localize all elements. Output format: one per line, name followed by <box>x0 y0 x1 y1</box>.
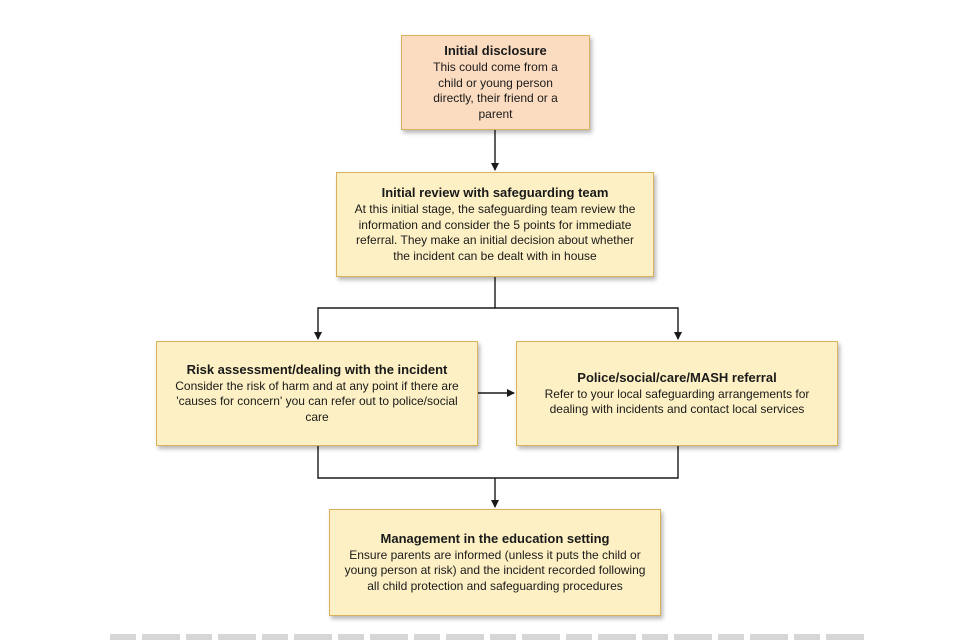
node-title: Management in the education setting <box>380 530 610 546</box>
connector-review-to-police-referral <box>495 307 682 340</box>
node-body: This could come from a child or young pe… <box>433 60 558 121</box>
cropped-caption-line <box>110 628 870 640</box>
node-title: Initial review with safeguarding team <box>381 185 609 200</box>
node-risk-assessment: Risk assessment/dealing with the inciden… <box>156 341 478 446</box>
node-body: Consider the risk of harm and at any poi… <box>175 378 459 424</box>
node-title: Initial disclosure <box>444 43 547 58</box>
node-body: Ensure parents are informed (unless it p… <box>344 547 646 593</box>
node-initial-disclosure: Initial disclosure This could come from … <box>401 35 590 130</box>
connector-risk-to-management <box>317 446 495 479</box>
connector-review-to-risk-assessment <box>314 277 496 340</box>
node-police-referral: Police/social/care/MASH referral Refer t… <box>516 341 838 446</box>
node-title: Risk assessment/dealing with the inciden… <box>186 361 448 377</box>
node-initial-review: Initial review with safeguarding team At… <box>336 172 654 277</box>
node-body: At this initial stage, the safeguarding … <box>354 202 636 263</box>
connector-police-to-management <box>495 446 679 479</box>
node-title: Police/social/care/MASH referral <box>577 369 777 385</box>
node-body: Refer to your local safeguarding arrange… <box>544 386 810 417</box>
node-management: Management in the education setting Ensu… <box>329 509 661 616</box>
